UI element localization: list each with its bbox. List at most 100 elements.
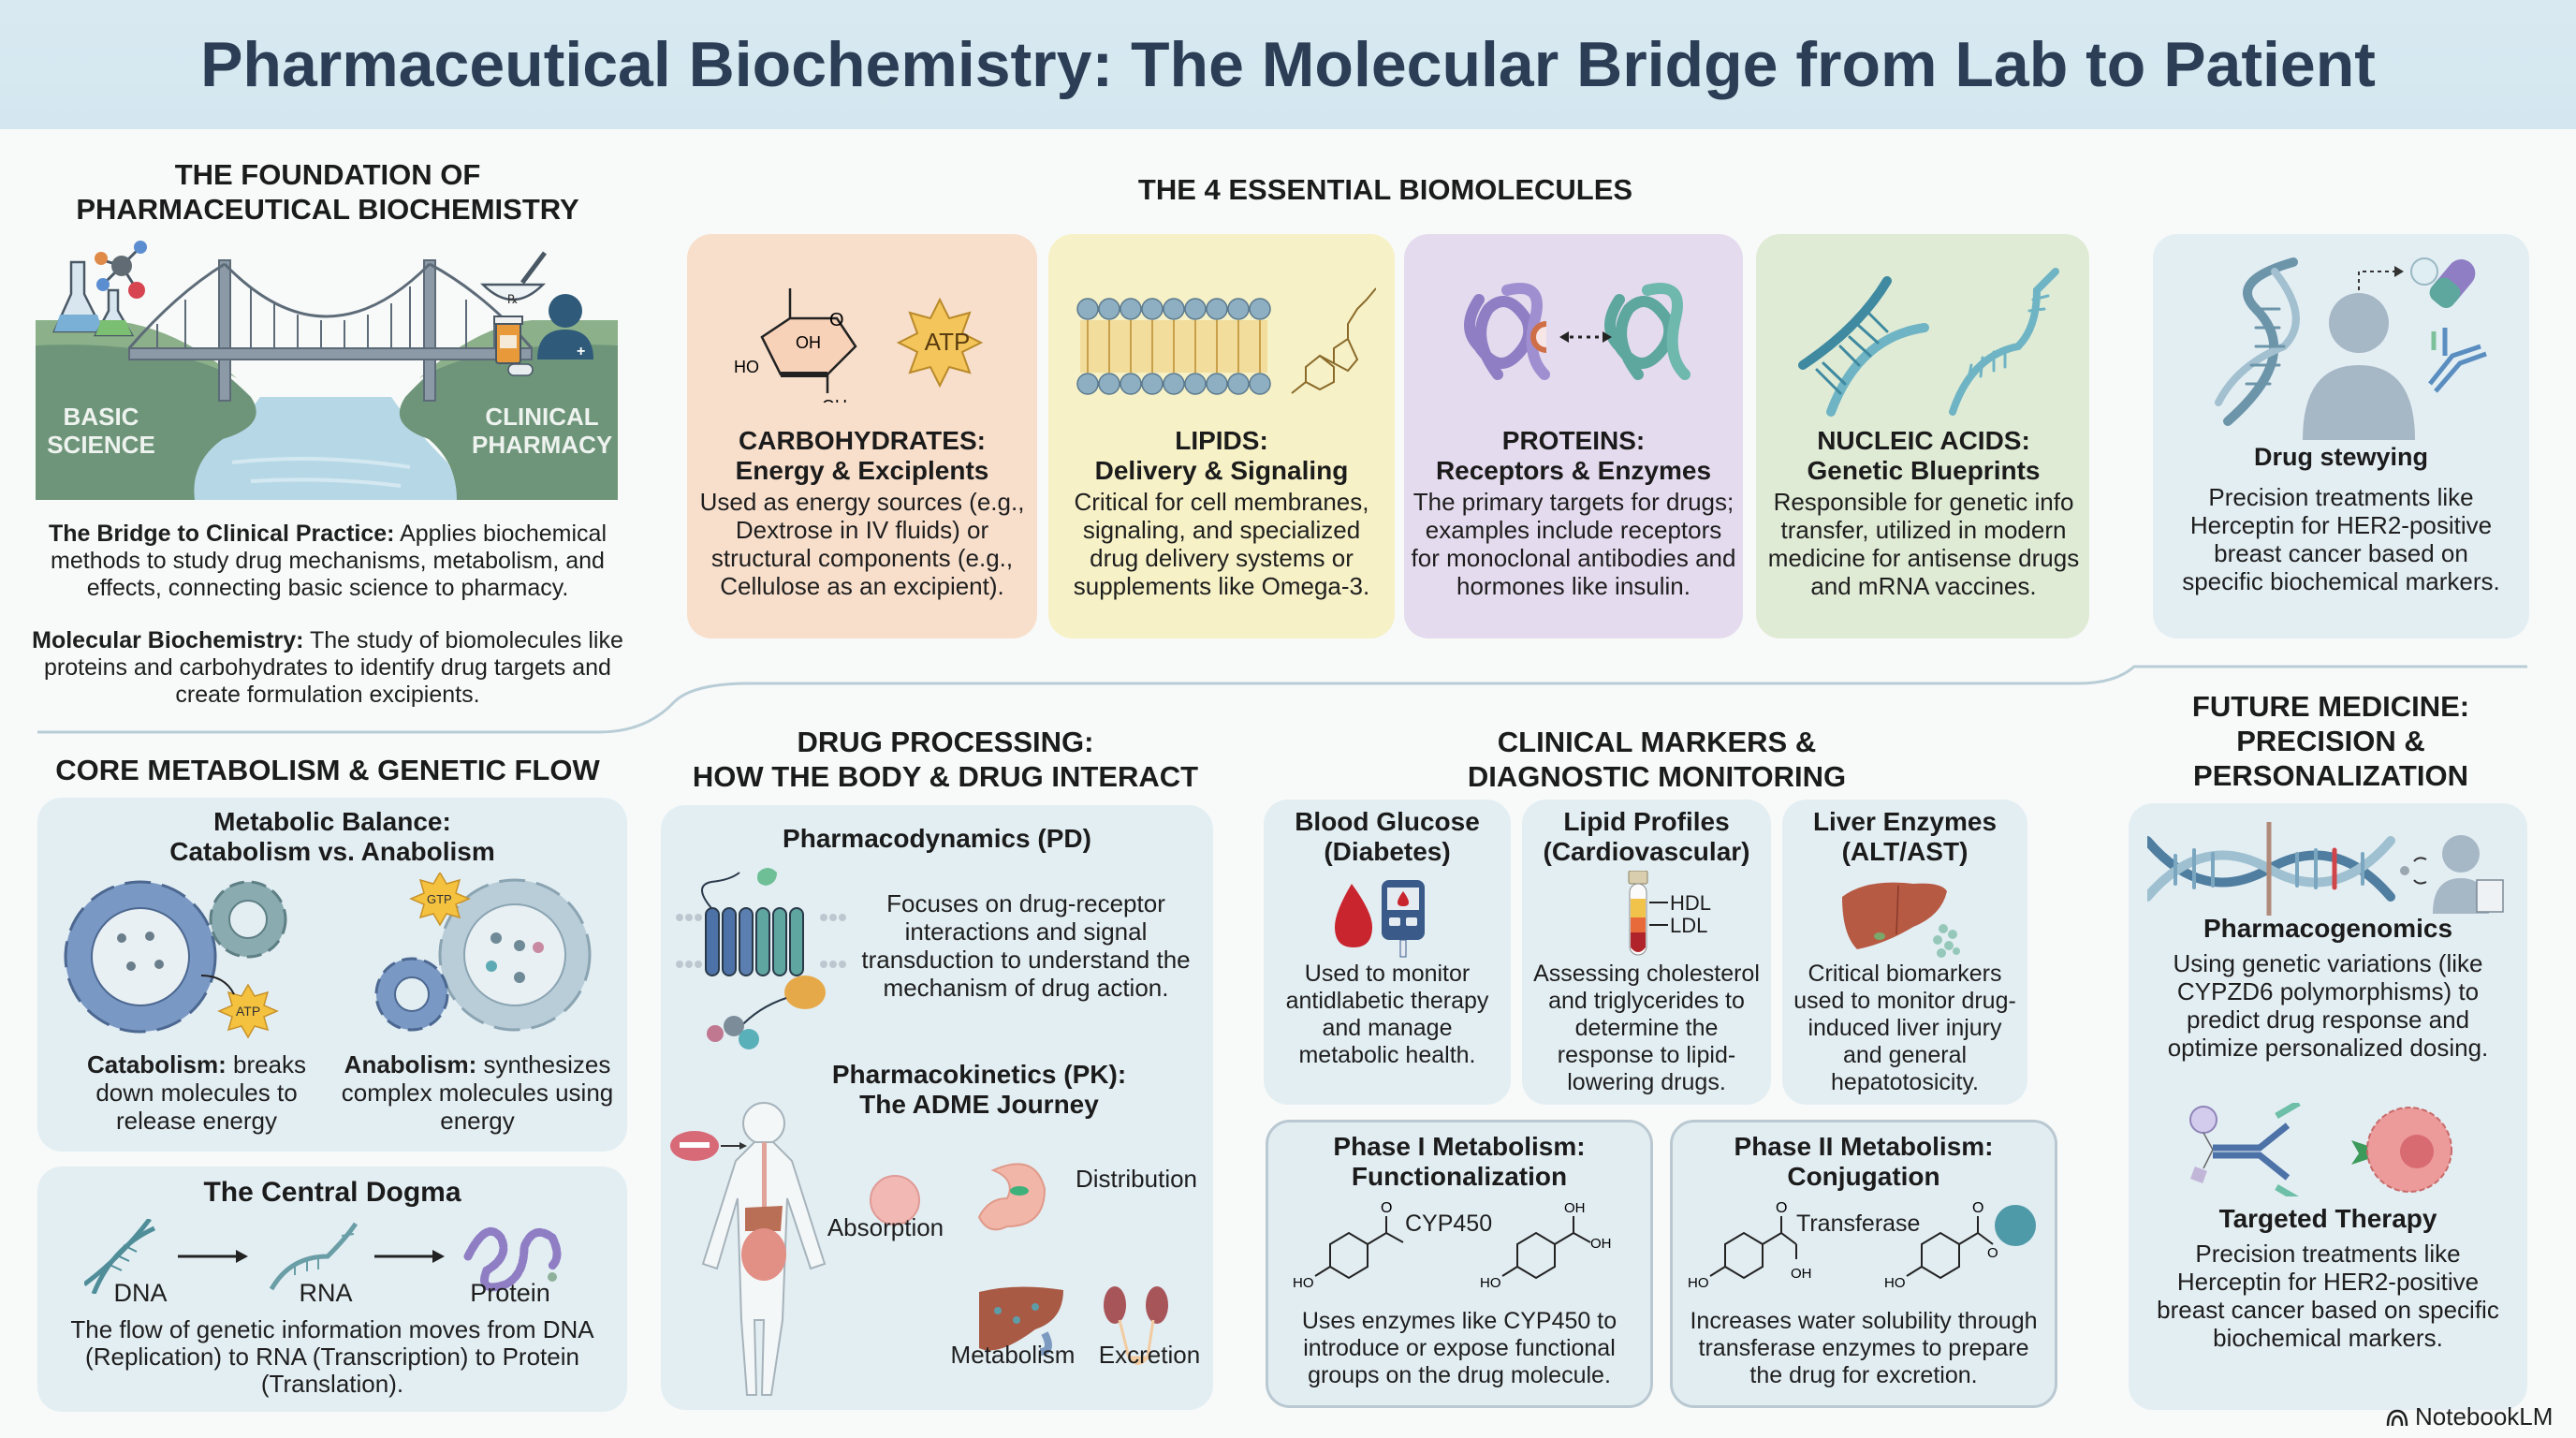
balance-title-line2: Catabolism vs. Anabolism	[169, 837, 495, 866]
svg-text:GTP: GTP	[427, 892, 452, 906]
svg-text:℞: ℞	[507, 292, 519, 306]
drug-stewying-card: Drug stewying Precision treatments like …	[2153, 234, 2529, 638]
core-metabolism-heading: CORE METABOLISM & GENETIC FLOW	[55, 754, 600, 786]
blood-glucose-text: Used to monitor antidlabetic therapy and…	[1285, 961, 1489, 1068]
carbohydrates-text: Used as energy sources (e.g., Dextrose i…	[699, 488, 1025, 600]
svg-text:O: O	[1776, 1200, 1787, 1216]
kidney-icon	[1104, 1286, 1168, 1365]
svg-text:HO: HO	[1688, 1275, 1709, 1291]
metabolic-balance-title: Metabolic Balance: Catabolism vs. Anabol…	[37, 807, 627, 867]
lipids-name: LIPIDS:	[1175, 426, 1268, 455]
lipid-profiles-card: Lipid Profiles (Cardiovascular) HDL LDL …	[1522, 800, 1771, 1105]
foundation-heading-line2: PHARMACEUTICAL BIOCHEMISTRY	[76, 193, 579, 226]
personalized-medicine-icon	[2215, 257, 2487, 440]
lipid-bilayer-icon	[1076, 287, 1376, 395]
proteins-name: PROTEINS:	[1501, 426, 1646, 455]
adme-illustration	[670, 1102, 1168, 1396]
liver-enzymes-title: Liver Enzymes (ALT/AST)	[1782, 807, 2027, 867]
pharmacogenomics-title: Pharmacogenomics	[2203, 914, 2453, 943]
phase2-title-line1: Phase II Metabolism:	[1734, 1132, 1994, 1161]
lipids-subtitle: Delivery & Signaling	[1094, 456, 1349, 485]
drug-processing-heading: DRUG PROCESSING: HOW THE BODY & DRUG INT…	[655, 725, 1236, 794]
liver-enzymes-card: Liver Enzymes (ALT/AST) Critical biomark…	[1782, 800, 2027, 1105]
carbohydrates-subtitle: Energy & Exciplents	[735, 456, 989, 485]
pk-title: Pharmacokinetics (PK): The ADME Journey	[773, 1060, 1185, 1120]
pd-text: Focuses on drug-receptor interactions an…	[861, 889, 1191, 1002]
central-dogma-flow	[84, 1219, 562, 1294]
phase1-title-line2: Functionalization	[1351, 1162, 1568, 1191]
svg-text:OH: OH	[1590, 1236, 1612, 1252]
dogma-label-rna: RNA	[299, 1279, 353, 1307]
svg-text:+: +	[577, 344, 585, 360]
tube-label-lines	[1649, 902, 1668, 926]
balance-title-line1: Metabolic Balance:	[213, 807, 451, 836]
page-title: Pharmaceutical Biochemistry: The Molecul…	[200, 29, 2376, 100]
svg-text:OH: OH	[1564, 1200, 1586, 1216]
anabolism-gear-icon	[374, 878, 592, 1032]
anabolism-term: Anabolism:	[344, 1050, 477, 1078]
phase2-title-line2: Conjugation	[1787, 1162, 1940, 1191]
molecular-description: Molecular Biochemistry: The study of bio…	[28, 627, 627, 709]
pharmacogenomics-icon	[2147, 822, 2504, 916]
bridge-text: Applies biochemical methods to study dru…	[51, 521, 607, 601]
targeted-therapy-icon	[2189, 1103, 2452, 1196]
targeted-therapy-title: Targeted Therapy	[2218, 1204, 2437, 1233]
proteins-text: The primary targets for drugs; examples …	[1411, 488, 1736, 600]
phase1-card: Phase I Metabolism: Functionalization O …	[1266, 1120, 1653, 1408]
svg-text:ATP: ATP	[236, 1004, 260, 1019]
blood-drop-icon	[1335, 884, 1372, 947]
liver-icon	[1842, 882, 1960, 958]
drug-stewying-text: Precision treatments like Herceptin for …	[2182, 483, 2500, 595]
pd-title: Pharmacodynamics (PD)	[783, 824, 1091, 853]
blood-glucose-card: Blood Glucose (Diabetes) Used to monitor…	[1264, 800, 1511, 1105]
svg-text:O: O	[829, 310, 844, 330]
phase2-text: Increases water solubility through trans…	[1690, 1308, 2038, 1388]
svg-text:O: O	[1381, 1200, 1392, 1216]
page-header: Pharmaceutical Biochemistry: The Molecul…	[0, 0, 2576, 129]
conjugate-group-icon	[1995, 1205, 2036, 1246]
bridge-term: The Bridge to Clinical Practice:	[48, 521, 395, 547]
svg-text:HO: HO	[1884, 1275, 1906, 1291]
small-gear-icon	[209, 880, 287, 959]
future-heading-line3: PERSONALIZATION	[2193, 759, 2468, 792]
receptor-signaling-icon	[676, 868, 846, 1049]
bridge-description: The Bridge to Clinical Practice: Applies…	[28, 521, 627, 602]
drug-processing-heading-line2: HOW THE BODY & DRUG INTERACT	[692, 760, 1199, 793]
watermark-text: NotebookLM	[2415, 1402, 2554, 1431]
blood-glucose-title-line2: (Diabetes)	[1324, 837, 1451, 866]
svg-text:OH: OH	[822, 397, 847, 403]
human-body-icon	[701, 1102, 827, 1396]
rna-icon	[269, 1222, 359, 1291]
pk-title-line2: The ADME Journey	[859, 1090, 1099, 1119]
liver-enzymes-title-line2: (ALT/AST)	[1841, 837, 1969, 866]
lipids-card: LIPIDS: Delivery & Signaling Critical fo…	[1048, 234, 1395, 638]
phase1-title: Phase I Metabolism: Functionalization	[1268, 1132, 1650, 1192]
metabolic-balance-card: Metabolic Balance: Catabolism vs. Anabol…	[37, 798, 627, 1152]
future-heading: FUTURE MEDICINE: PRECISION & PERSONALIZA…	[2125, 689, 2537, 793]
phase1-text: Uses enzymes like CYP450 to introduce or…	[1301, 1308, 1617, 1388]
central-dogma-text: The flow of genetic information moves fr…	[70, 1315, 594, 1398]
svg-text:HO: HO	[734, 358, 759, 376]
lipid-profiles-text: Assessing cholesterol and triglycerides …	[1533, 961, 1760, 1095]
anabolism-text: synthesizes complex molecules using ener…	[341, 1050, 614, 1135]
dogma-label-protein: Protein	[470, 1279, 550, 1307]
lipid-profiles-title-line1: Lipid Profiles	[1563, 807, 1730, 836]
adme-excretion-label: Excretion	[1098, 1341, 1201, 1369]
clinical-label-line2: PHARMACY	[472, 431, 613, 459]
liver-enzymes-title-line1: Liver Enzymes	[1812, 807, 1998, 836]
notebooklm-watermark: NotebookLM	[2385, 1402, 2553, 1431]
pk-title-line1: Pharmacokinetics (PK):	[831, 1060, 1127, 1089]
catabolism-text: breaks down molecules to release energy	[95, 1050, 307, 1135]
svg-text:O: O	[1972, 1200, 1983, 1216]
bridge-illustration: ℞ + BASIC SCIENCE CLINICAL PHARMACY	[36, 238, 618, 500]
future-heading-line1: FUTURE MEDICINE:	[2191, 690, 2470, 723]
protein-structures-icon	[1464, 283, 1690, 380]
absorption-icon	[870, 1175, 920, 1225]
nucleic-acids-name: NUCLEIC ACIDS:	[1817, 426, 2030, 455]
adme-absorption-label: Absorption	[827, 1213, 944, 1241]
drug-stewying-title: Drug stewying	[2253, 443, 2429, 471]
molecular-text: The study of biomolecules like proteins …	[44, 627, 623, 708]
carbohydrates-name: CARBOHYDRATES:	[739, 426, 986, 455]
future-heading-line2: PRECISION &	[2236, 725, 2425, 757]
catabolism-gear-icon	[64, 880, 217, 1034]
